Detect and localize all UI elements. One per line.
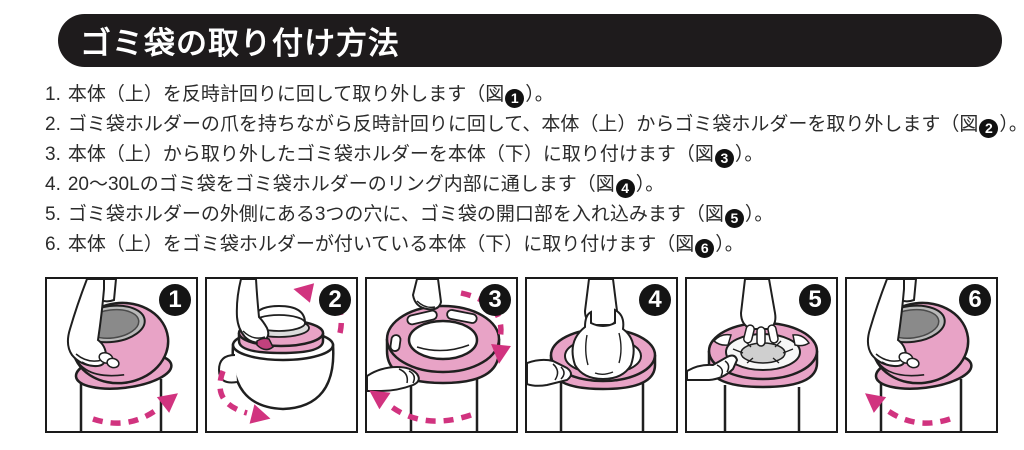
instruction-text: ）。 [734, 144, 764, 165]
instruction-text: ）。 [715, 234, 744, 255]
instruction-text: 本体（上）をゴミ袋ホルダーが付いている本体（下）に取り付けます（図 [67, 234, 695, 255]
figure-reference-badge: 3 [714, 148, 734, 168]
figure-number-badge: 3 [479, 284, 511, 316]
bin-body [723, 385, 801, 431]
instruction-item-2: 2. ゴミ袋ホルダーの爪を持ちながら反時計回りに回して、本体（上）からゴミ袋ホルダ… [45, 110, 1024, 140]
instruction-text: ）。 [999, 114, 1024, 135]
instruction-text: 20～30Lのゴミ袋をゴミ袋ホルダーのリング内部に通します（図 [67, 174, 615, 195]
figure-panel-6: 6 [845, 277, 998, 433]
step-3-illustration [367, 279, 511, 431]
bag-holder-ring [385, 304, 501, 385]
bin-body [79, 377, 163, 431]
bin-body [879, 377, 963, 431]
hand [66, 279, 108, 368]
instruction-step-number: 1. [45, 84, 61, 105]
arm [739, 279, 777, 330]
rotation-arrow-icon [92, 393, 178, 426]
instruction-text: ）。 [635, 174, 665, 195]
step-6-illustration [865, 279, 973, 431]
instruction-text: ）。 [744, 204, 774, 225]
hand [527, 358, 572, 387]
figure-panel-row: 1 2 [45, 277, 998, 433]
figure-panel-4: 4 [525, 277, 678, 433]
figure-panel-3: 3 [365, 277, 518, 433]
figure-number-badge: 5 [799, 284, 831, 316]
instruction-step-number: 6. [45, 234, 61, 255]
hand [687, 354, 739, 381]
section-header: ゴミ袋の取り付け方法 [58, 14, 1002, 67]
instruction-step-number: 2. [45, 114, 61, 135]
step-4-illustration [527, 279, 657, 431]
instruction-text: ゴミ袋ホルダーの爪を持ちながら反時計回りに回して、本体（上）からゴミ袋ホルダーを… [67, 114, 979, 135]
step-1-illustration [66, 279, 178, 431]
figure-reference-badge: 6 [695, 238, 715, 258]
instruction-step-number: 3. [45, 144, 61, 165]
instruction-step-number: 5. [45, 204, 61, 225]
rotation-arrow-icon [865, 393, 951, 426]
figure-reference-badge: 5 [724, 208, 744, 228]
hand [866, 279, 908, 368]
figure-number-badge: 4 [639, 284, 671, 316]
page-title: ゴミ袋の取り付け方法 [80, 26, 400, 61]
figure-number-badge: 6 [959, 284, 991, 316]
figure-number-badge: 1 [159, 284, 191, 316]
bin-body [559, 381, 645, 431]
figure-reference-badge: 1 [505, 88, 525, 108]
instruction-text: 本体（上）から取り外したゴミ袋ホルダーを本体（下）に取り付けます（図 [67, 144, 714, 165]
figure-reference-badge: 4 [615, 178, 635, 198]
instruction-text: 本体（上）を反時計回りに回して取り外します（図 [67, 84, 505, 105]
instruction-text: ）。 [525, 84, 554, 105]
instruction-text: ゴミ袋ホルダーの外側にある3つの穴に、ゴミ袋の開口部を入れ込みます（図 [67, 204, 724, 225]
step-2-illustration [217, 279, 344, 424]
holder-claw [256, 337, 274, 351]
instruction-step-number: 4. [45, 174, 61, 195]
figure-reference-badge: 2 [979, 118, 999, 138]
figure-panel-5: 5 [685, 277, 838, 433]
figure-number-badge: 2 [319, 284, 351, 316]
step-5-illustration [687, 279, 819, 431]
figure-panel-2: 2 [205, 277, 358, 433]
hand [411, 279, 443, 311]
figure-panel-1: 1 [45, 277, 198, 433]
